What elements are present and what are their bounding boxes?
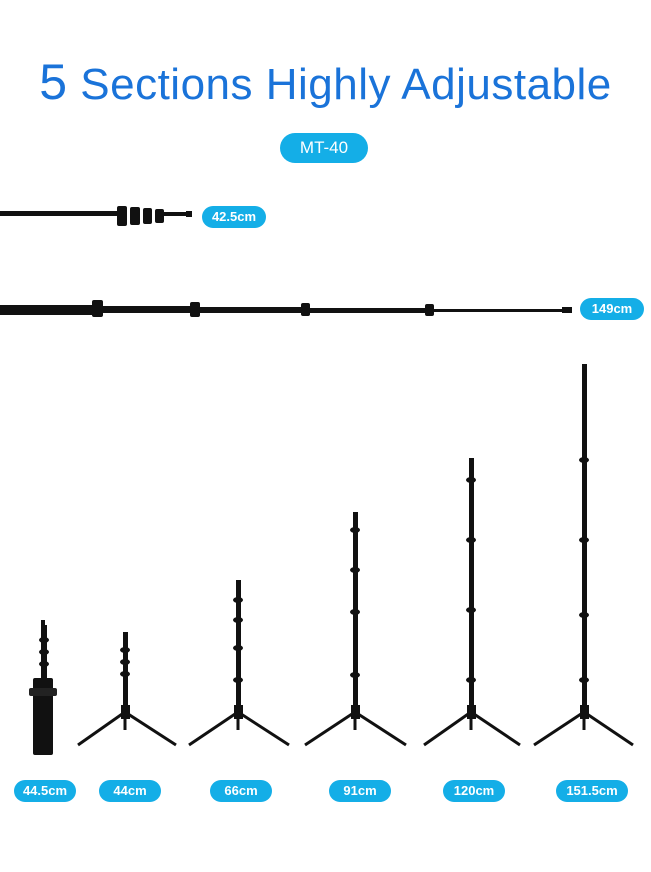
stand-folded <box>29 620 57 755</box>
folded-length-label: 42.5cm <box>202 206 266 228</box>
headline: 5 Sections Highly Adjustable <box>0 52 651 115</box>
model-badge: MT-40 <box>280 133 368 163</box>
folded-pole <box>0 206 192 226</box>
headline-text: Sections Highly Adjustable <box>80 60 612 109</box>
height-label-66cm: 66cm <box>210 780 272 802</box>
height-label-folded: 44.5cm <box>14 780 76 802</box>
height-label-120cm: 120cm <box>443 780 505 802</box>
extended-pole <box>0 300 572 317</box>
headline-number: 5 <box>39 54 68 110</box>
stand-44cm <box>77 632 177 747</box>
stand-66cm <box>188 580 290 747</box>
extended-length-label: 149cm <box>580 298 644 320</box>
height-label-91cm: 91cm <box>329 780 391 802</box>
stand-91cm <box>304 512 407 747</box>
stand-120cm <box>423 458 521 747</box>
height-label-151-5cm: 151.5cm <box>556 780 628 802</box>
stand-151-5cm <box>533 364 634 747</box>
height-label-44cm: 44cm <box>99 780 161 802</box>
